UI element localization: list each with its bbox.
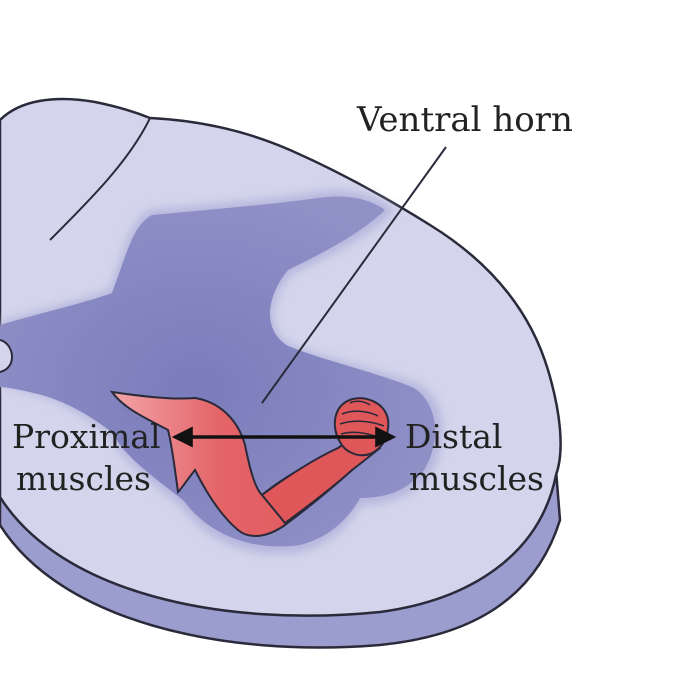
label-distal-line2: muscles [409, 459, 544, 498]
dorsal-fissure-line [49, 117, 151, 241]
arm-fist-knuckles [339, 400, 385, 439]
arm-fist [333, 397, 390, 457]
ventral-horn-pointer [261, 146, 447, 404]
label-ventral-horn: Ventral horn [356, 100, 573, 140]
label-distal-line1: Distal [405, 417, 502, 456]
label-proximal-line1: Proximal [12, 417, 161, 456]
label-proximal-line2: muscles [16, 459, 151, 498]
central-canal [0, 339, 14, 373]
